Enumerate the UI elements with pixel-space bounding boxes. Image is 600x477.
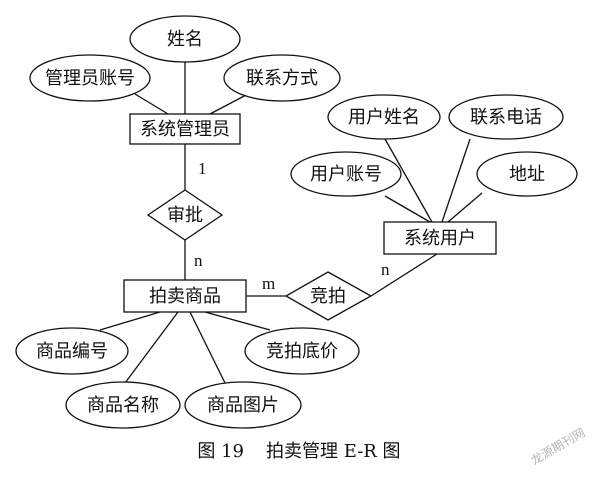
cardinality-admin-approve: 1 [198,159,207,178]
attr-admin-account: 管理员账号 [29,54,151,102]
attr-admin-contact: 联系方式 [223,54,341,102]
edge-user-address [447,192,483,223]
attr-item-id-label: 商品编号 [36,341,108,362]
edge-admin-contact [209,93,249,115]
attr-admin-account-label: 管理员账号 [45,68,135,89]
attr-user-address-label: 地址 [509,164,545,185]
watermark: 龙源期刊网 [529,425,588,467]
attr-user-address: 地址 [476,151,578,197]
connector-lines [99,60,483,384]
figure-caption: 图 19 拍卖管理 E-R 图 [197,441,400,462]
attr-user-name: 用户姓名 [327,94,441,140]
entity-item: 拍卖商品 [123,279,247,313]
entity-item-label: 拍卖商品 [149,286,221,307]
relationship-bid-label: 竞拍 [310,286,346,307]
entity-admin-label: 系统管理员 [140,119,230,140]
edge-item-image [189,311,226,384]
attr-user-phone-label: 联系电话 [470,107,542,128]
attr-item-name: 商品名称 [65,381,181,429]
edge-item-id [99,311,161,331]
relationship-approve-label: 审批 [167,205,203,226]
attr-item-reserve-label: 竞拍底价 [266,341,338,362]
cardinality-bid-user: n [381,260,390,279]
attr-admin-contact-label: 联系方式 [246,68,318,89]
attr-item-name-label: 商品名称 [87,395,159,416]
attr-item-image-label: 商品图片 [207,395,279,416]
attr-admin-name-label: 姓名 [167,29,203,50]
attr-user-account-label: 用户账号 [310,164,382,185]
entity-admin: 系统管理员 [129,113,241,145]
attr-user-account: 用户账号 [290,151,402,197]
figure-number: 图 19 [197,441,244,462]
figure-title: 拍卖管理 E-R 图 [266,441,401,462]
edge-item-reserve [204,311,271,331]
relationship-bid: 竞拍 [284,271,373,321]
edge-item-name [124,311,179,384]
entity-user: 系统用户 [383,221,497,255]
entity-user-label: 系统用户 [404,228,476,249]
edge-user-account [384,195,431,223]
attr-item-image: 商品图片 [184,381,302,429]
cardinality-approve-item: n [194,251,203,270]
cardinality-item-bid: m [262,274,275,293]
attr-admin-name: 姓名 [129,15,241,63]
attr-item-id: 商品编号 [15,327,129,375]
edge-bid-user [370,253,438,297]
edge-user-name [384,138,433,223]
attr-user-name-label: 用户姓名 [348,107,420,128]
edge-admin-account [134,93,169,115]
attr-item-reserve: 竞拍底价 [244,327,360,375]
edge-user-phone [441,138,471,223]
attr-user-phone: 联系电话 [448,94,564,140]
relationship-approve: 审批 [146,189,224,241]
